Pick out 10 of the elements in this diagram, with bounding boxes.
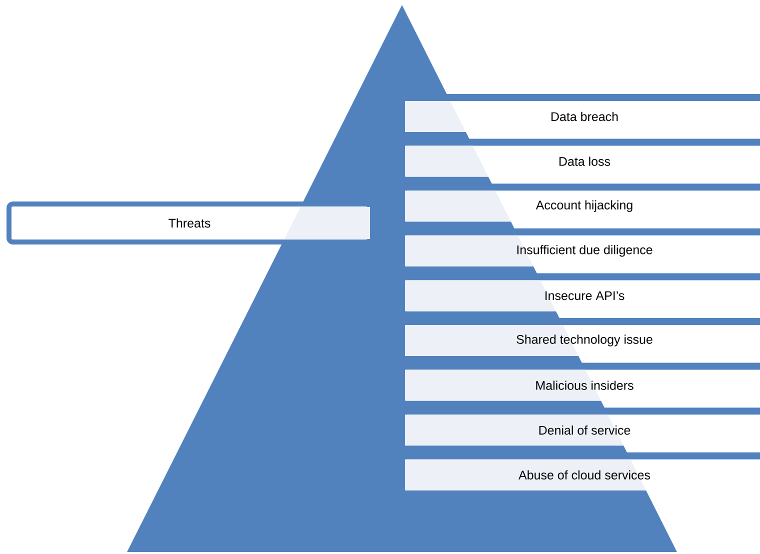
threat-box: Data loss bbox=[405, 138, 760, 177]
threat-box: Insecure API’s bbox=[405, 273, 760, 312]
threat-box: Abuse of cloud services bbox=[405, 452, 760, 490]
threat-box: Data breach bbox=[405, 94, 760, 132]
threat-box: Insufficient due diligence bbox=[405, 228, 760, 266]
threat-box: Malicious insiders bbox=[405, 362, 760, 401]
category-box: Threats bbox=[6, 202, 372, 244]
threat-box: Denial of service bbox=[405, 408, 760, 446]
threat-box: Account hijacking bbox=[405, 184, 760, 222]
threat-box: Shared technology issue bbox=[405, 318, 760, 356]
